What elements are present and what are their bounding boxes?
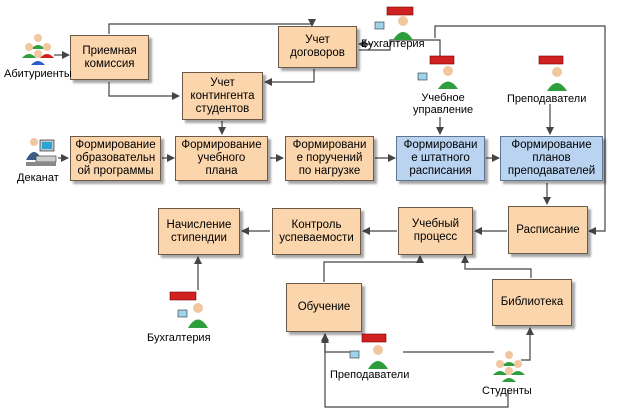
box-kontrol-uspevaemosti: Контроль успеваемости (272, 208, 361, 255)
box-form-planov: Формирование планов преподавателей (500, 136, 603, 181)
box-raspisanie: Расписание (508, 206, 588, 254)
arrow-obuchenie-process (323, 255, 424, 282)
arrow-uchebnoe-dogovory (359, 39, 441, 58)
box-uchet-dogovorov: Учет договоров (278, 26, 357, 68)
box-uchebnyy-process: Учебный процесс (398, 207, 473, 255)
box-biblioteka: Библиотека (492, 279, 572, 326)
actor-label-studenty: Студенты (482, 385, 532, 397)
arrow-dogovory-kontingent (264, 69, 315, 86)
box-nachislenie-stipendii: Начисление стипендии (158, 208, 240, 255)
box-obuchenie: Обучение (286, 283, 362, 332)
buhgalteria-top-icon (374, 6, 414, 40)
box-form-obrazovatelnoy: Формирование образовательн ой программы (70, 136, 161, 181)
actor-label-buhgalteria-top: Бухгалтерия (361, 38, 425, 50)
actor-label-uchebnoe-upravlenie: Учебное управление (413, 92, 474, 116)
buhgalteria-bottom-icon (169, 291, 208, 328)
arrow-priem-dogovory (108, 19, 316, 34)
box-uchet-kontingenta: Учет контингента студентов (182, 72, 263, 120)
actor-label-buhgalteria-bottom: Бухгалтерия (147, 332, 211, 344)
abiturienty-group-icon (22, 34, 54, 65)
box-form-shtatnogo: Формировани е штатного расписания (396, 136, 485, 181)
prepodavateli-bottom-icon (349, 333, 388, 369)
studenty-group-icon (493, 351, 525, 382)
arrow-studenty-obuchenie (321, 335, 509, 408)
arrow-biblioteka-process (461, 255, 532, 278)
arrow-loop-raspisanie (434, 25, 606, 235)
actor-label-dekanat: Деканат (17, 172, 59, 184)
actor-label-prepodavateli-bottom: Преподаватели (330, 369, 410, 381)
box-form-uchebnogo-plana: Формирование учебного плана (175, 136, 268, 181)
arrow-studenty-biblioteka (521, 327, 534, 361)
arrow-priem-kontingent (108, 82, 180, 100)
uchebnoe-upravlenie-icon (417, 55, 458, 89)
actor-label-abiturienty: Абитуриенты (4, 68, 72, 80)
actor-label-prepodavateli-top: Преподаватели (507, 93, 587, 105)
box-form-porucheniy: Формировани е поручений по нагрузке (285, 136, 374, 181)
dekanat-computer-icon (26, 138, 57, 166)
box-priemnaya-komissiya: Приемная комиссия (70, 35, 149, 80)
prepodavateli-top-icon (538, 55, 567, 91)
